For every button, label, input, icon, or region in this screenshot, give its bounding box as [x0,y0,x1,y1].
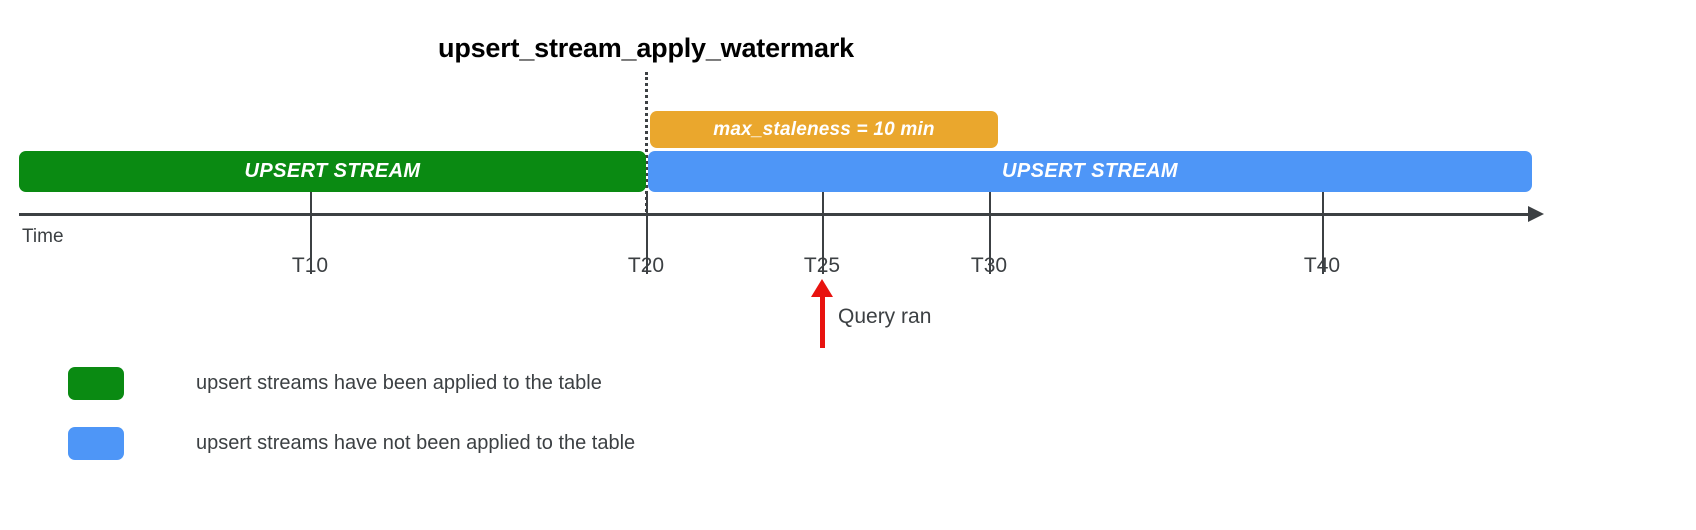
axis-tick-label-t30: T30 [970,254,1008,277]
upsert-stream-applied-label: UPSERT STREAM [244,160,421,182]
upsert-stream-not-applied-bar: UPSERT STREAM [648,151,1532,192]
axis-tick-t20 [646,192,648,274]
max-staleness-label: max_staleness = 10 min [713,118,935,140]
query-ran-arrow-icon [811,279,833,297]
axis-tick-t40 [1322,192,1324,274]
query-ran-label: Query ran [838,305,932,328]
legend-label-applied: upsert streams have been applied to the … [196,371,602,394]
legend-item-not-applied: upsert streams have not been applied to … [68,413,635,473]
max-staleness-bar: max_staleness = 10 min [650,111,998,148]
axis-tick-label-t10: T10 [291,254,329,277]
time-axis-arrow-icon [1528,206,1544,222]
axis-tick-t30 [989,192,991,274]
axis-tick-label-t40: T40 [1303,254,1341,277]
legend-swatch-applied-icon [68,366,124,400]
page-title: upsert_stream_apply_watermark [438,33,854,63]
upsert-stream-not-applied-label: UPSERT STREAM [1002,160,1178,182]
upsert-stream-applied-bar: UPSERT STREAM [19,151,646,192]
watermark-dotted-line [645,72,648,212]
axis-tick-label-t25: T25 [803,254,841,277]
legend-swatch-not-applied-icon [68,426,124,460]
legend: upsert streams have been applied to the … [68,353,635,473]
axis-tick-label-t20: T20 [627,254,665,277]
time-axis-line [19,213,1537,216]
legend-label-not-applied: upsert streams have not been applied to … [196,431,636,454]
query-ran-arrow-shaft [820,293,825,348]
time-axis-label: Time [22,226,64,247]
axis-tick-t10 [310,192,312,274]
axis-tick-t25 [822,192,824,274]
legend-item-applied: upsert streams have been applied to the … [68,353,635,413]
